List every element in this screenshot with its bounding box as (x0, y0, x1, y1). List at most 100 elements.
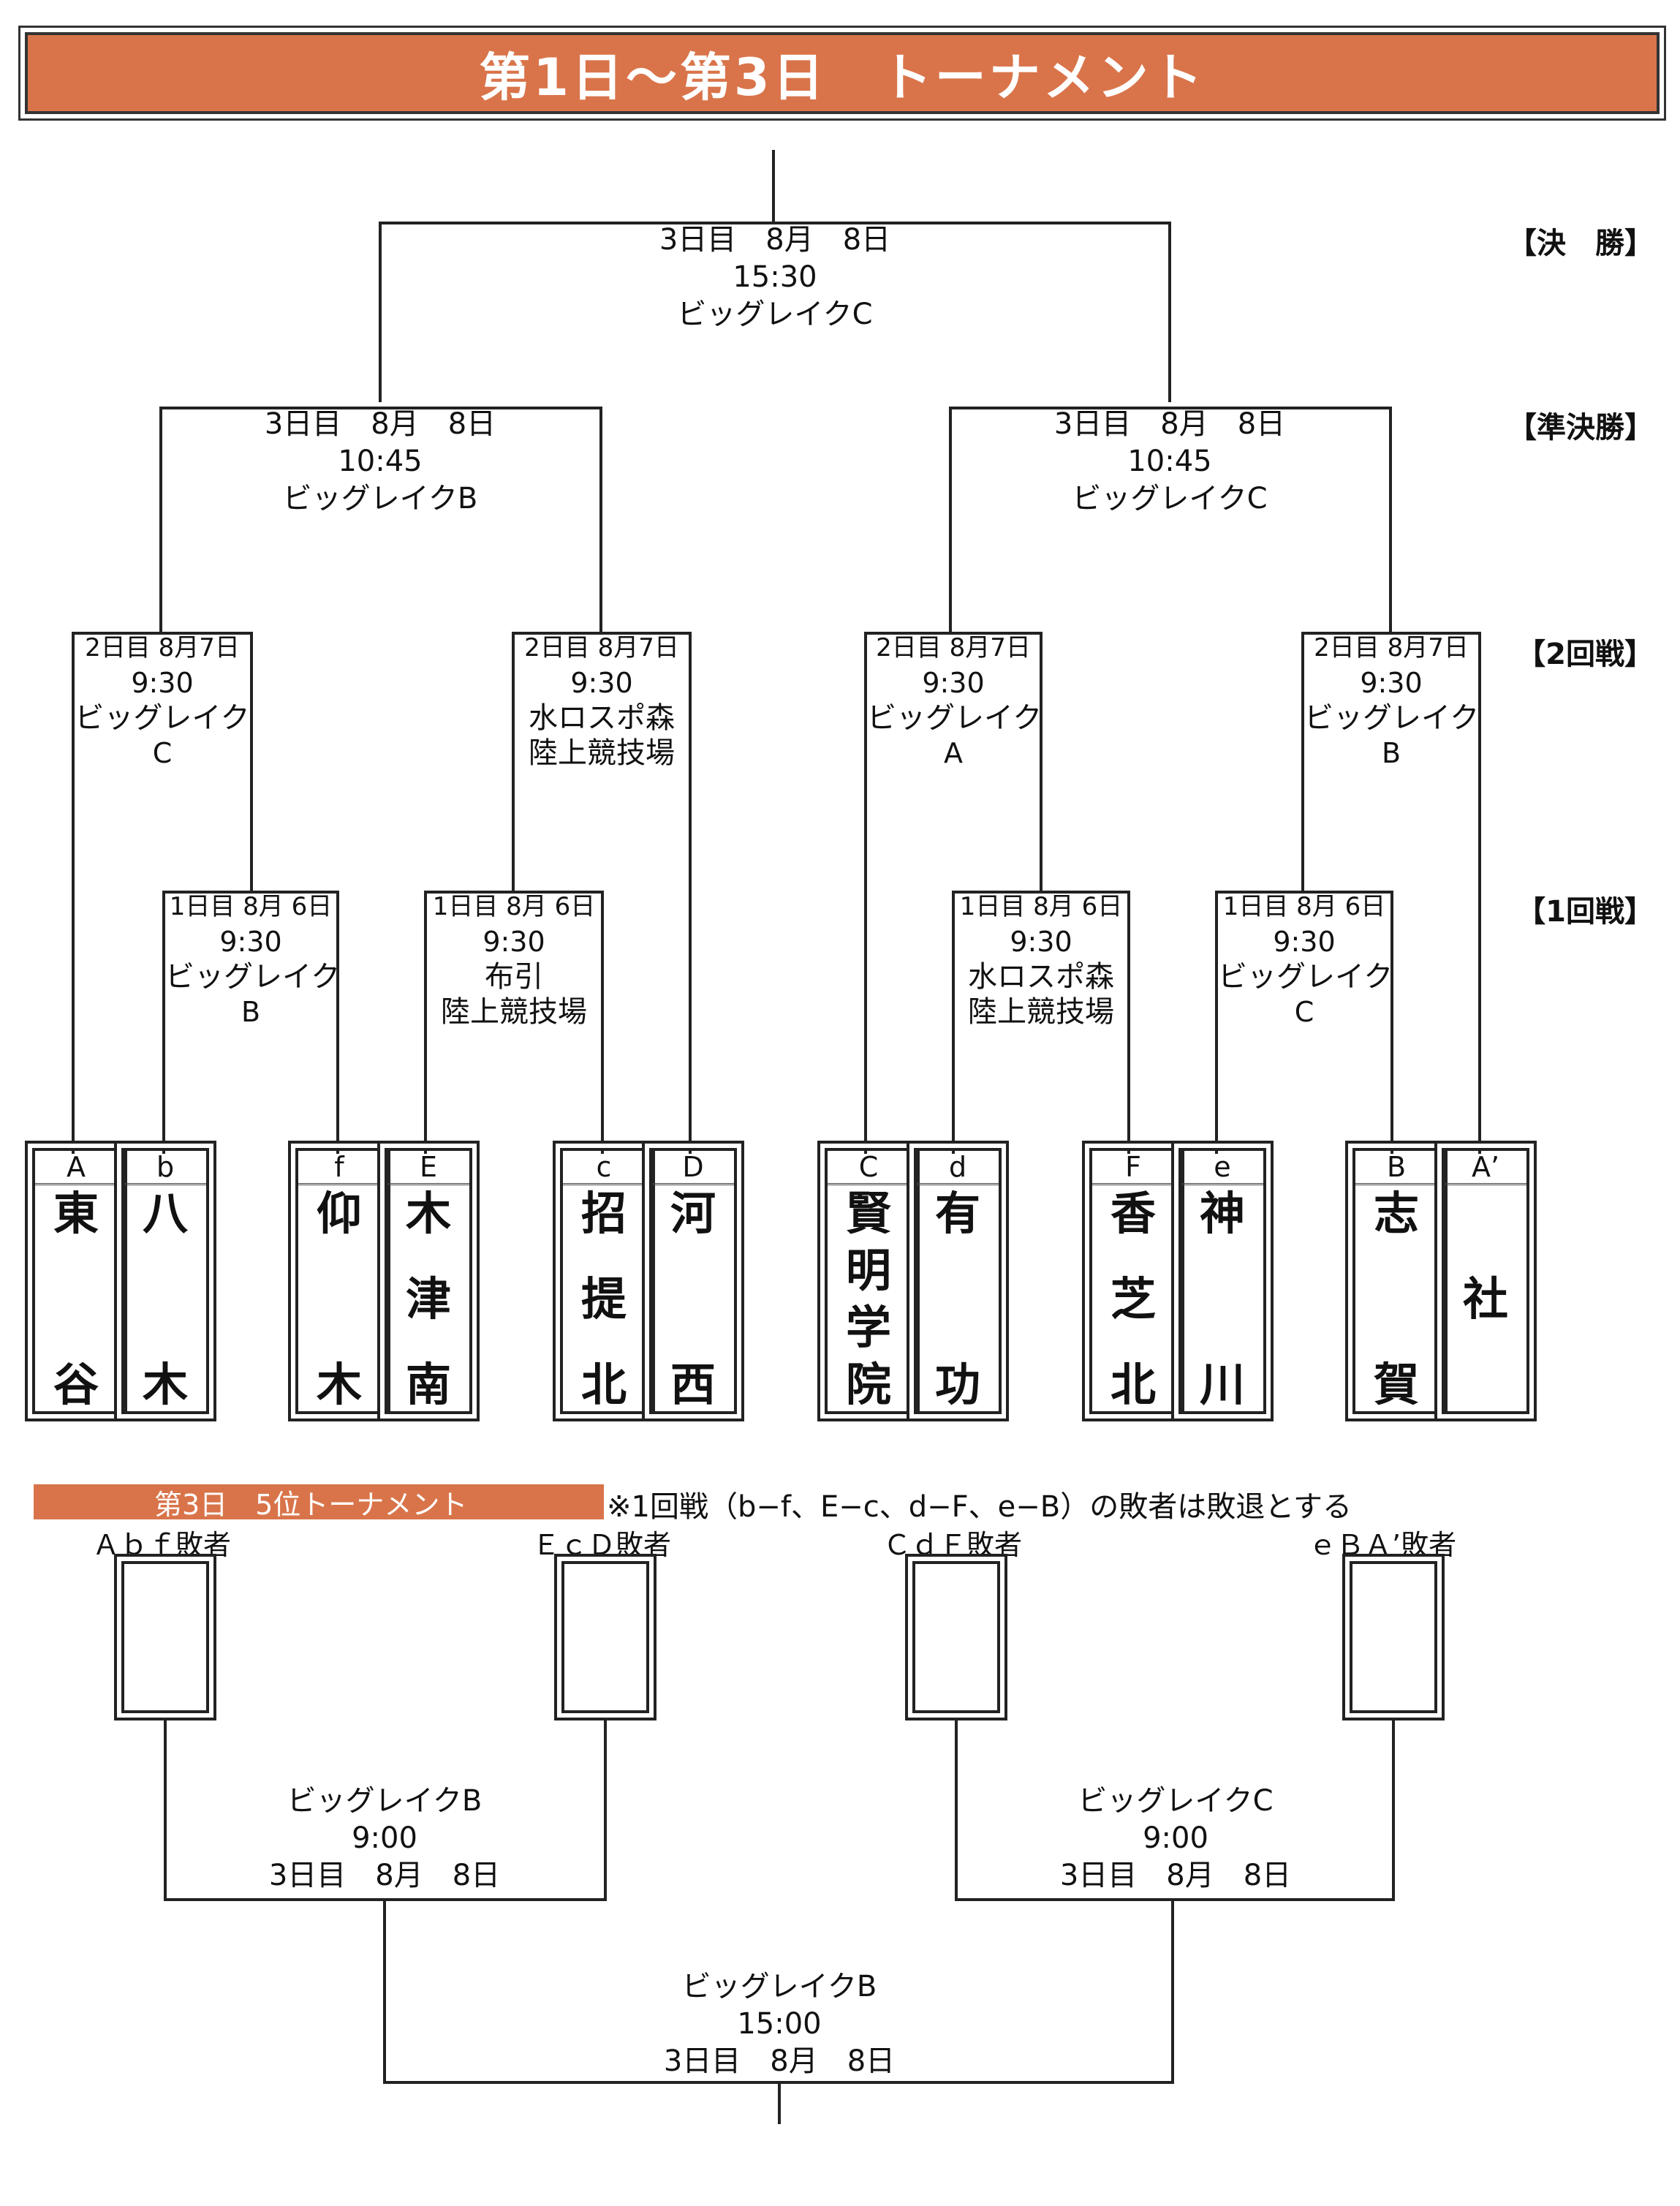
match-5th-right: ビッグレイクC 9:00 3日目 8月 8日 (1029, 1783, 1322, 1895)
team-code: e (1181, 1151, 1263, 1185)
team-name-char: 学 (845, 1301, 891, 1354)
match-time: 9:00 (352, 1821, 417, 1855)
match-date: 3日目 8月 8日 (1059, 1859, 1292, 1892)
loser-slot (912, 1561, 1000, 1713)
round-label-final: 【決 勝】 (1507, 227, 1654, 260)
team-code: A (35, 1151, 117, 1185)
match-semi-right: 3日目 8月 8日 10:45 ビッグレイクC (1023, 406, 1316, 518)
match-time: 15:00 (737, 2007, 822, 2041)
loser-slot (561, 1561, 649, 1713)
team-name-char: 八 (142, 1187, 188, 1240)
page-title: 第1日～第3日 トーナメント (479, 47, 1206, 107)
team-name-char: 南 (405, 1358, 451, 1411)
team-code: F (1092, 1151, 1174, 1185)
match-time: 9:30 (1010, 926, 1072, 958)
team-name-char: 東 (53, 1187, 99, 1240)
team-name-char: 西 (670, 1358, 716, 1411)
match-time: 9:30 (570, 667, 633, 699)
team-name-char: 神 (1199, 1187, 1245, 1240)
team-name-char: 香 (1110, 1187, 1156, 1240)
team-name-char: 河 (670, 1187, 716, 1240)
match-venue: ビッグレイク (1218, 960, 1393, 994)
team-box: c 招 提 北 (560, 1148, 648, 1414)
match-date: 1日目 8月 6日 (1222, 892, 1386, 921)
match-5th-left: ビッグレイクB 9:00 3日目 8月 8日 (238, 1783, 531, 1895)
match-venue-sub: C (1294, 996, 1314, 1028)
team-name: 有 功 (917, 1185, 999, 1409)
team-code: f (298, 1151, 380, 1185)
team-name-char: 仰 (316, 1187, 362, 1240)
loser-slot (1350, 1561, 1437, 1713)
team-box: A’ 社 (1442, 1148, 1529, 1414)
team-name-char: 川 (1199, 1358, 1245, 1411)
match-date: 3日目 8月 8日 (1053, 407, 1286, 441)
team-name-char: 津 (405, 1272, 451, 1326)
match-venue-sub: B (241, 996, 261, 1028)
team-code: d (917, 1151, 999, 1185)
match-r2-1: 2日目 8月7日 9:30 ビッグレイク C (75, 630, 250, 771)
match-5th-final: ビッグレイクB 15:00 3日目 8月 8日 (633, 1968, 926, 2080)
match-venue: ビッグレイクB (282, 482, 478, 515)
team-code: C (828, 1151, 909, 1185)
match-venue-sub: 陸上競技場 (529, 736, 675, 770)
team-box: C 賢 明 学 院 (825, 1148, 912, 1414)
match-venue: 水ロスポ森 (529, 701, 675, 735)
match-r2-3: 2日目 8月7日 9:30 ビッグレイク A (867, 630, 1042, 771)
team-box: A 東 谷 (32, 1148, 120, 1414)
match-date: 3日目 8月 8日 (268, 1859, 501, 1892)
match-r2-4: 2日目 8月7日 9:30 ビッグレイク B (1304, 630, 1480, 771)
match-venue: ビッグレイクB (681, 1970, 877, 2003)
team-name: 八 木 (124, 1185, 206, 1409)
team-box: D 河 西 (649, 1148, 737, 1414)
team-code: c (563, 1151, 645, 1185)
round-label-r1: 【1回戦】 (1516, 895, 1654, 929)
loser-label: Ａｂｆ敗者 (92, 1529, 232, 1561)
team-name-char: 有 (934, 1187, 980, 1240)
match-r1-1: 1日目 8月 6日 9:30 ビッグレイク B (165, 889, 341, 1030)
team-name: 招 提 北 (563, 1185, 645, 1409)
team-name-char: 賢 (845, 1187, 891, 1240)
team-name-char: 明 (845, 1244, 891, 1297)
match-venue-sub: 陸上競技場 (441, 995, 587, 1029)
match-final: 3日目 8月 8日 15:30 ビッグレイクC (629, 222, 921, 333)
match-date: 1日目 8月 6日 (169, 892, 333, 921)
team-code: b (124, 1151, 206, 1185)
match-r1-2: 1日目 8月 6日 9:30 布引 陸上競技場 (427, 889, 601, 1030)
loser-slot (121, 1561, 209, 1713)
team-name-char: 社 (1462, 1272, 1508, 1326)
team-box: d 有 功 (914, 1148, 1002, 1414)
match-time: 9:30 (922, 667, 985, 699)
team-name-char: 北 (580, 1358, 627, 1411)
team-name-char: 招 (580, 1187, 627, 1240)
match-venue: 水ロスポ森 (968, 960, 1114, 994)
team-code: E (387, 1151, 469, 1185)
match-venue: ビッグレイク (1304, 701, 1480, 735)
team-name: 神 川 (1181, 1185, 1263, 1409)
match-venue: ビッグレイク (75, 701, 250, 735)
team-name: 香 芝 北 (1092, 1185, 1174, 1409)
match-time: 10:45 (338, 445, 423, 478)
match-time: 9:30 (1360, 667, 1423, 699)
match-time: 15:30 (733, 260, 817, 294)
team-box: E 木 津 南 (385, 1148, 472, 1414)
team-name: 社 (1445, 1185, 1526, 1409)
team-name: 河 西 (652, 1185, 734, 1409)
team-name-char: 北 (1110, 1358, 1156, 1411)
team-name-char: 芝 (1110, 1272, 1156, 1326)
match-venue: ビッグレイクC (677, 298, 873, 331)
match-date: 2日目 8月7日 (876, 633, 1031, 662)
team-code: D (652, 1151, 734, 1185)
match-venue: ビッグレイク (165, 960, 341, 994)
team-name: 賢 明 学 院 (828, 1185, 909, 1409)
elimination-note: ※1回戦（b−f、E−c、d−F、e−B）の敗者は敗退とする (607, 1490, 1352, 1524)
match-time: 9:30 (483, 926, 545, 958)
match-time: 10:45 (1127, 445, 1212, 478)
match-time: 9:00 (1143, 1821, 1208, 1855)
match-venue: ビッグレイクC (1078, 1784, 1274, 1818)
match-semi-left: 3日目 8月 8日 10:45 ビッグレイクB (234, 406, 526, 518)
fifth-place-title: 第3日 5位トーナメント (154, 1488, 468, 1521)
team-code: B (1355, 1151, 1437, 1185)
team-box: B 志 賀 (1352, 1148, 1440, 1414)
team-box: F 香 芝 北 (1089, 1148, 1177, 1414)
